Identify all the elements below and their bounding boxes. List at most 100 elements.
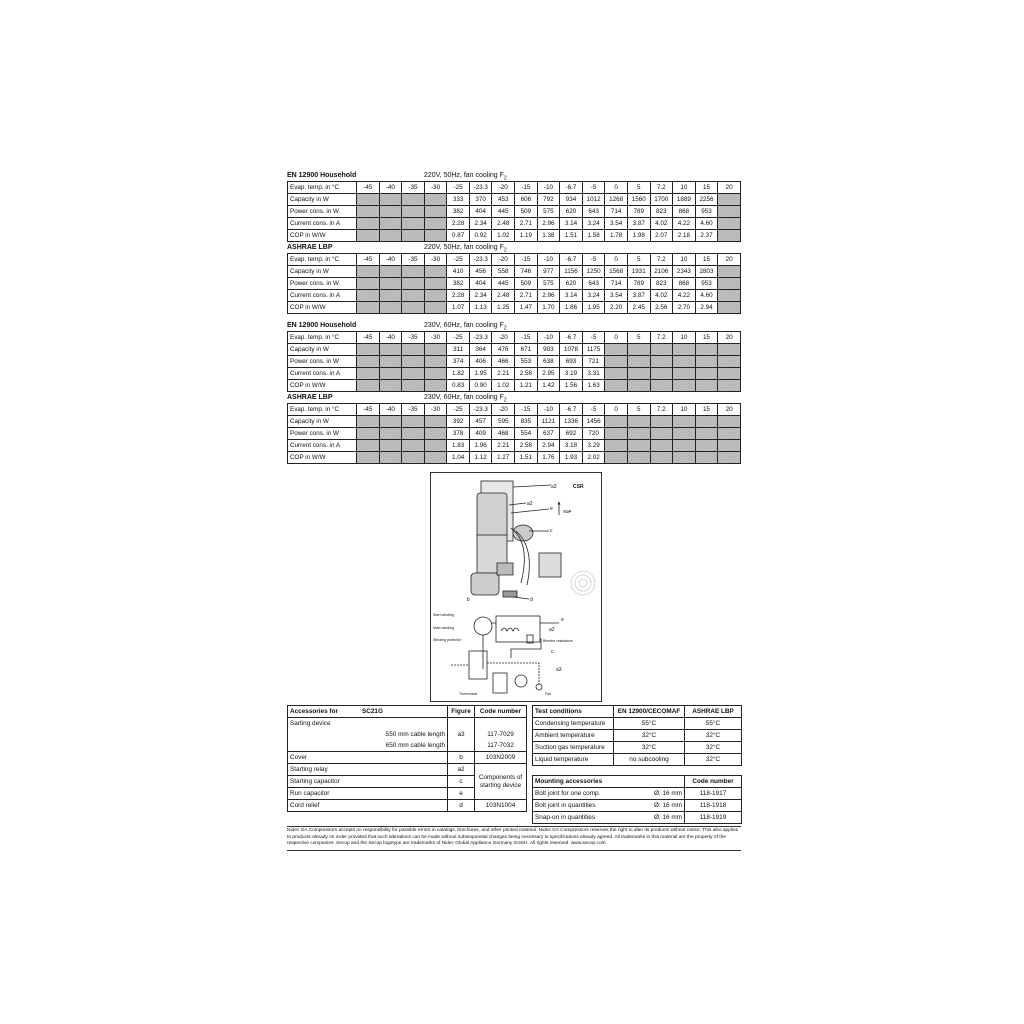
value-cell: 1456 [581, 415, 606, 428]
empty-cell [672, 427, 696, 440]
empty-cell [649, 427, 674, 440]
empty-cell [423, 229, 448, 242]
empty-cell [717, 451, 741, 464]
value-cell: 4.22 [672, 289, 696, 302]
value-cell: 3.87 [626, 289, 651, 302]
value-cell: 3.24 [581, 289, 606, 302]
empty-cell [694, 451, 719, 464]
empty-cell [356, 343, 380, 356]
temperature-cell: 10 [672, 331, 696, 344]
disclaimer-footer: Nidec GA Compressors accepts no responsi… [287, 826, 741, 851]
empty-cell [604, 439, 628, 452]
empty-cell [649, 367, 674, 380]
value-cell: 406 [468, 355, 493, 368]
value-cell: 2.70 [672, 301, 696, 314]
label-d: d [530, 597, 533, 603]
empty-cell [672, 439, 696, 452]
empty-cell [717, 343, 741, 356]
value-cell: 2.48 [491, 289, 516, 302]
value-cell: 1.56 [559, 379, 583, 392]
empty-cell [401, 367, 425, 380]
value-cell: 1.86 [559, 301, 583, 314]
relay-figure: a2 [447, 763, 475, 776]
temperature-cell: 5 [626, 331, 651, 344]
value-cell: 1.63 [581, 379, 606, 392]
temperature-cell: -35 [401, 403, 425, 416]
empty-cell [378, 229, 403, 242]
temperature-cell: -5 [581, 253, 606, 266]
standard-name: ASHRAE LBP [287, 244, 333, 251]
label-bleeder-resistance: Bleeder resistance [543, 639, 573, 643]
value-cell: 823 [649, 205, 674, 218]
temperature-cell: -20 [491, 181, 516, 194]
temperature-cell: -30 [423, 253, 448, 266]
value-cell: 1.51 [514, 451, 538, 464]
value-cell: 2.37 [694, 229, 719, 242]
empty-cell [694, 427, 719, 440]
value-cell: 2106 [649, 265, 674, 278]
cell: 55°C [613, 717, 685, 730]
empty-cell [672, 355, 696, 368]
temperature-cell: 20 [717, 181, 741, 194]
label-b: b [467, 597, 470, 603]
value-cell: 746 [514, 265, 538, 278]
performance-title: ASHRAE LBP 220V, 50Hz, fan cooling F2 [287, 244, 741, 253]
value-cell: 2.18 [672, 229, 696, 242]
test-conditions-header: Test conditions [532, 705, 614, 718]
row-label: Current cons. in A [287, 367, 357, 380]
value-cell: 3.24 [581, 217, 606, 230]
value-cell: 333 [446, 193, 470, 206]
empty-cell [626, 439, 651, 452]
row-label: Capacity in W [287, 265, 357, 278]
components-note: Components of starting device [474, 763, 527, 800]
empty-cell [378, 355, 403, 368]
empty-cell [401, 265, 425, 278]
cell: Ø: 16 mm [627, 799, 685, 812]
empty-cell [694, 439, 719, 452]
label-e: e [550, 506, 553, 512]
value-cell: 620 [559, 205, 583, 218]
temperature-header-row: Evap. temp. in °C-45-40-35-30-25-23.3-20… [287, 181, 741, 194]
diagram-title: CSR [573, 484, 584, 490]
mounting-header: Mounting accessories [532, 775, 685, 788]
empty-cell [356, 217, 380, 230]
empty-cell [401, 193, 425, 206]
cell: Liquid temperature [532, 753, 614, 766]
value-cell: 606 [514, 193, 538, 206]
empty-cell [401, 301, 425, 314]
empty-cell [378, 415, 403, 428]
value-cell: 453 [491, 193, 516, 206]
value-cell: 3.54 [604, 289, 628, 302]
row-label: Current cons. in A [287, 217, 357, 230]
temperature-cell: 15 [694, 331, 719, 344]
temperature-cell: 7.2 [649, 403, 674, 416]
temperature-cell: -30 [423, 403, 448, 416]
value-cell: 1336 [559, 415, 583, 428]
empty-cell [604, 427, 628, 440]
empty-cell [423, 379, 448, 392]
empty-cell [717, 265, 741, 278]
value-cell: 4.02 [649, 217, 674, 230]
temperature-cell: -6.7 [559, 253, 583, 266]
value-cell: 364 [468, 343, 493, 356]
empty-cell [423, 193, 448, 206]
wiring-diagram: CSR TOP a3 a2 e c b d Start winding Main… [430, 472, 602, 702]
value-cell: 1.02 [491, 379, 516, 392]
value-cell: 2.48 [491, 217, 516, 230]
cell: 32°C [613, 729, 685, 742]
value-cell: 1.13 [468, 301, 493, 314]
figure-header: Figure [447, 705, 475, 718]
empty-cell [401, 277, 425, 290]
empty-cell [378, 427, 403, 440]
temperature-cell: 5 [626, 253, 651, 266]
cover-code: 103N2009 [474, 751, 527, 764]
operating-condition: 220V, 50Hz, fan cooling F2 [424, 244, 507, 254]
performance-table: Evap. temp. in °C-45-40-35-30-25-23.3-20… [287, 253, 741, 314]
empty-cell [604, 343, 628, 356]
empty-cell [378, 301, 403, 314]
